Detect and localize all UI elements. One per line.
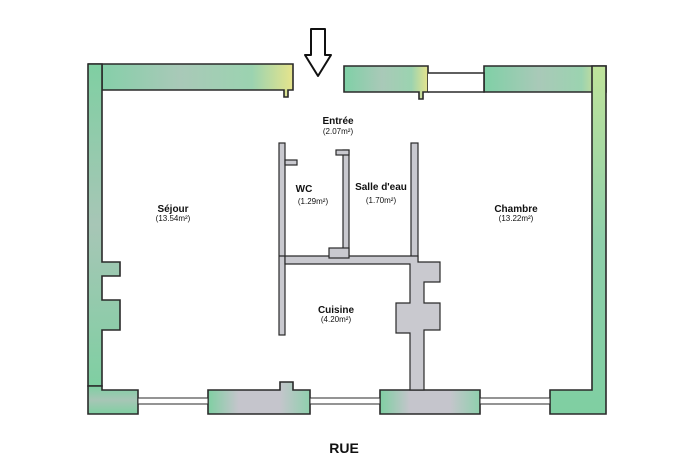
exterior-walls	[87, 63, 607, 415]
room-name: Cuisine	[318, 305, 355, 316]
left-wall	[87, 63, 121, 387]
wc-door-stub	[284, 159, 298, 166]
cuisine-top-wall	[279, 255, 441, 391]
room-area: (2.07m²)	[323, 127, 354, 136]
wc-divider	[342, 149, 350, 263]
left-wall-lower	[87, 385, 139, 415]
salle-eau-right-wall	[410, 142, 419, 264]
down-arrow-icon	[304, 28, 332, 77]
street-label: RUE	[329, 440, 359, 456]
room-chambre: Chambre (13.22m²)	[494, 204, 538, 223]
interior-walls	[278, 142, 441, 391]
window-cuisine	[309, 397, 381, 405]
room-labels: Entrée (2.07m²) WC (1.29m²) Salle d'eau …	[156, 116, 538, 324]
room-name: Séjour	[157, 204, 188, 215]
room-sejour: Séjour (13.54m²)	[156, 204, 191, 223]
top-wall-far-right	[483, 65, 607, 93]
right-wall	[549, 65, 607, 415]
room-salle-eau: Salle d'eau (1.70m²)	[355, 182, 407, 205]
room-area: (4.20m²)	[321, 315, 352, 324]
wc-bottom-wall	[328, 247, 350, 259]
room-area: (1.29m²)	[298, 197, 329, 206]
top-wall-left	[88, 63, 294, 98]
bottom-windows	[137, 397, 551, 405]
bottom-wall-middle-left	[207, 381, 311, 415]
room-area: (1.70m²)	[366, 196, 397, 205]
room-area: (13.22m²)	[499, 214, 534, 223]
room-wc: WC (1.29m²)	[296, 184, 329, 206]
room-name: Entrée	[322, 116, 354, 127]
top-window	[428, 72, 485, 93]
wc-left-wall	[278, 142, 286, 336]
window-chambre	[479, 397, 551, 405]
bottom-wall-middle-right	[379, 389, 481, 415]
room-cuisine: Cuisine (4.20m²)	[318, 305, 355, 324]
room-name: WC	[296, 184, 313, 195]
wc-divider-stub	[335, 149, 350, 156]
top-wall-right	[343, 65, 429, 100]
room-name: Chambre	[494, 204, 538, 215]
window-sejour	[137, 397, 209, 405]
room-area: (13.54m²)	[156, 214, 191, 223]
room-entree: Entrée (2.07m²)	[322, 116, 354, 136]
room-name: Salle d'eau	[355, 182, 407, 193]
